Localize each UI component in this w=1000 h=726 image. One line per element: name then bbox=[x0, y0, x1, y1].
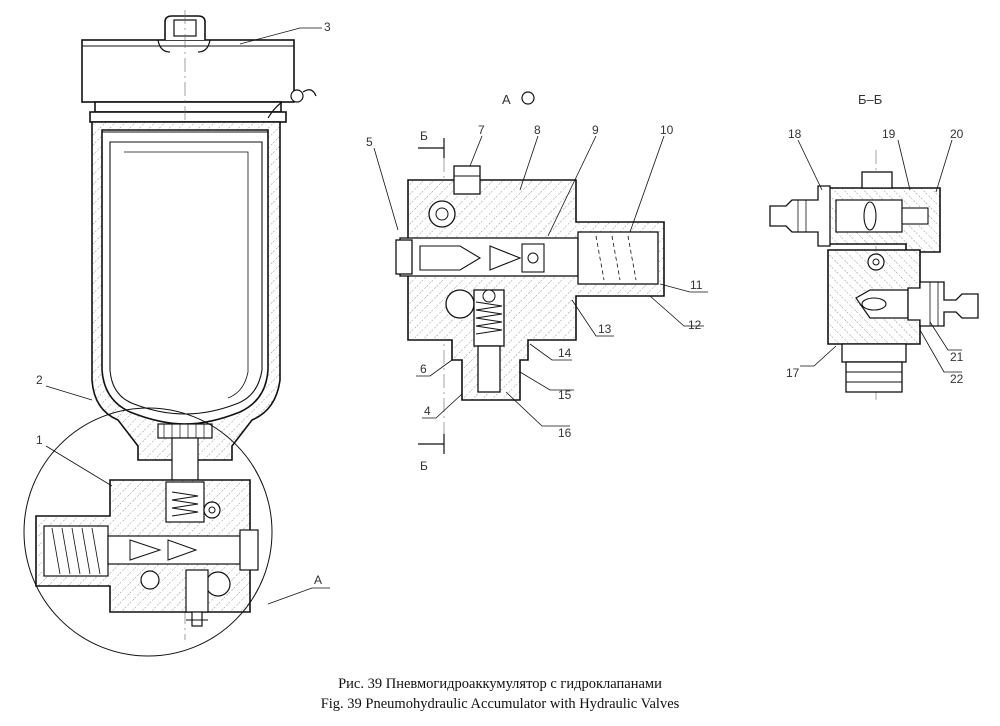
cap-clip bbox=[290, 89, 304, 103]
technical-drawing: 3 2 1 А А bbox=[23, 10, 979, 657]
caption-russian: Рис. 39 Пневмогидроаккумулятор с гидрокл… bbox=[338, 676, 662, 692]
callout-14: 14 bbox=[558, 346, 572, 360]
accumulator-cap bbox=[81, 39, 295, 103]
callout-7: 7 bbox=[478, 123, 485, 137]
accumulator-assembly bbox=[23, 10, 330, 657]
callout-9: 9 bbox=[592, 123, 599, 137]
callout-13: 13 bbox=[598, 322, 612, 336]
callout-19: 19 bbox=[882, 127, 896, 141]
view-a-marker bbox=[521, 91, 535, 105]
callout-8: 8 bbox=[534, 123, 541, 137]
accumulator-bowl bbox=[101, 129, 269, 425]
callout-12: 12 bbox=[688, 318, 702, 332]
view-a-section bbox=[373, 135, 708, 454]
callout-17: 17 bbox=[786, 366, 800, 380]
callout-2: 2 bbox=[36, 373, 43, 387]
callout-5: 5 bbox=[366, 135, 373, 149]
section-b-view bbox=[769, 139, 979, 400]
callout-21: 21 bbox=[950, 350, 964, 364]
view-a-title: А bbox=[502, 92, 511, 107]
callout-20: 20 bbox=[950, 127, 964, 141]
section-title: Б–Б bbox=[858, 92, 882, 107]
callout-11: 11 bbox=[690, 278, 703, 292]
callout-16: 16 bbox=[558, 426, 572, 440]
caption-english: Fig. 39 Pneumohydraulic Accumulator with… bbox=[320, 696, 680, 712]
callout-18: 18 bbox=[788, 127, 802, 141]
callout-1: 1 bbox=[36, 433, 43, 447]
callout-4: 4 bbox=[424, 404, 431, 418]
detail-circle bbox=[23, 407, 273, 657]
callout-10: 10 bbox=[660, 123, 674, 137]
cut-mark-top: Б bbox=[420, 129, 428, 143]
callout-22: 22 bbox=[950, 372, 964, 386]
callout-3: 3 bbox=[324, 20, 331, 34]
callout-6: 6 bbox=[420, 362, 427, 376]
callout-15: 15 bbox=[558, 388, 572, 402]
callout-A: А bbox=[314, 573, 322, 587]
cut-mark-bottom: Б bbox=[420, 459, 428, 473]
